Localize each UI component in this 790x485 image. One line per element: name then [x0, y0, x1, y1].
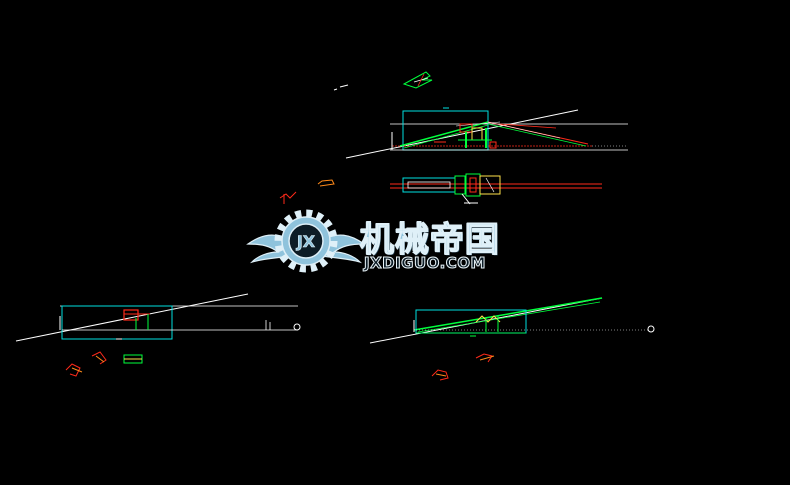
elevation-view-top-right — [345, 107, 628, 159]
elevation-view-bottom-right — [369, 297, 655, 344]
watermark-title: 机械帝国 — [359, 219, 500, 260]
watermark-logo: JX — [246, 209, 366, 273]
watermark-url: JXDIGUO.COM — [364, 254, 486, 273]
plan-view-top-right — [390, 173, 602, 205]
detail-parts-bottom-left — [65, 351, 143, 377]
detail-parts-middle — [279, 179, 335, 204]
elevation-view-bottom-left — [15, 293, 301, 342]
watermark-logo-text: JX — [296, 232, 316, 251]
detail-fragment-top — [333, 71, 433, 91]
detail-parts-bottom-right — [431, 353, 495, 381]
